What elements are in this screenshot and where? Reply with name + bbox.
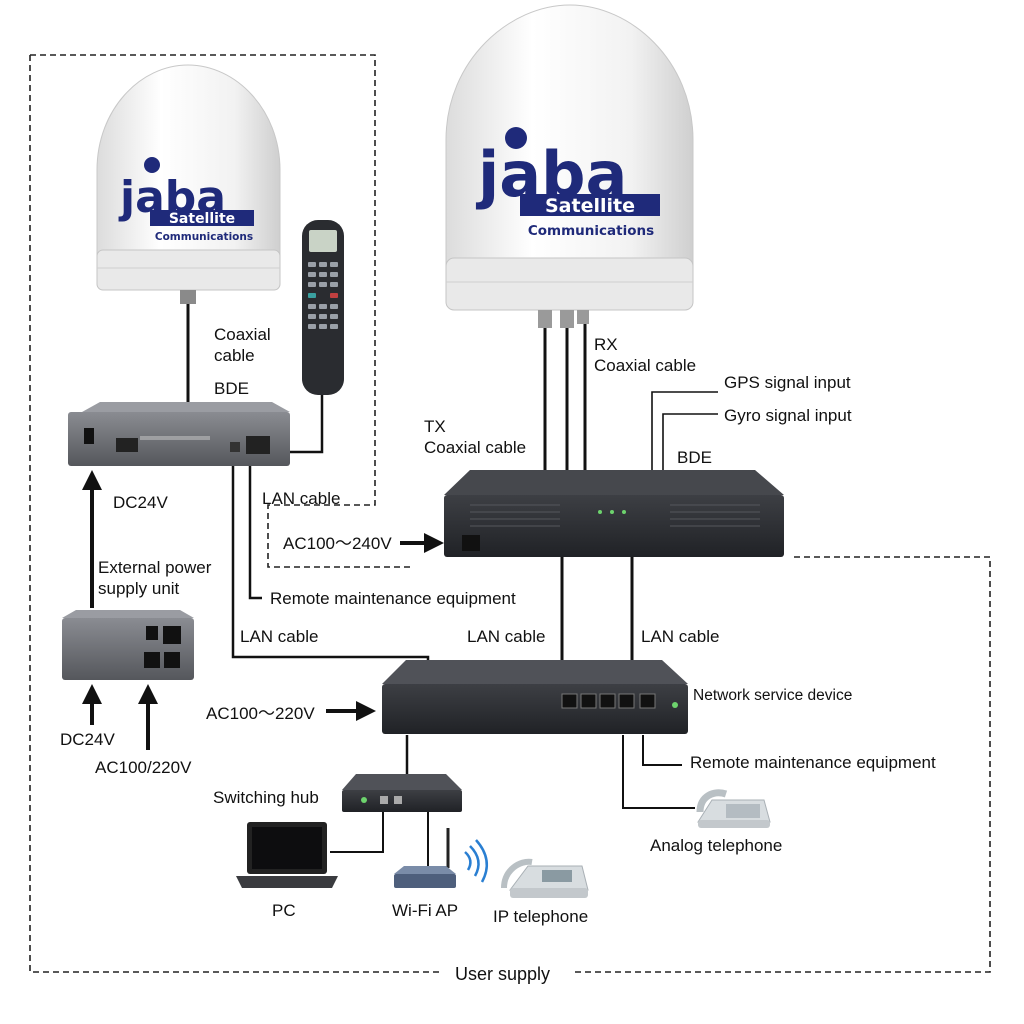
label-analog-phone: Analog telephone xyxy=(650,836,783,855)
label-ac-100-220: AC100～220V xyxy=(206,704,315,723)
label-external-power: External power supply unit xyxy=(98,558,212,598)
satellite-dome-right: jaba Satellite Communications xyxy=(445,4,694,328)
label-coaxial-left: Coaxial cable xyxy=(214,325,271,365)
svg-text:Communications: Communications xyxy=(528,223,654,239)
ip-phone-icon xyxy=(501,858,589,898)
network-device-icon xyxy=(382,660,688,734)
user-supply-boundary xyxy=(29,54,991,973)
label-tx-coax: TX Coaxial cable xyxy=(424,417,527,457)
wifi-ap-icon xyxy=(394,828,489,888)
label-bde-left: BDE xyxy=(214,379,249,398)
brand-logo-right: jaba Satellite Communications xyxy=(475,127,660,239)
label-lan-cable-mid: LAN cable xyxy=(467,627,546,646)
svg-text:Satellite: Satellite xyxy=(545,195,635,217)
label-lan-cable-left-bottom: LAN cable xyxy=(240,627,319,646)
cables xyxy=(186,304,718,868)
bde-box-right xyxy=(444,470,784,557)
handset-icon xyxy=(302,220,344,395)
label-lan-cable-left-top: LAN cable xyxy=(262,489,341,508)
svg-text:Satellite: Satellite xyxy=(169,211,235,227)
label-wifi-ap: Wi-Fi AP xyxy=(392,901,459,920)
label-pc: PC xyxy=(272,901,296,920)
power-supply-icon xyxy=(62,610,194,680)
label-ip-phone: IP telephone xyxy=(493,907,589,926)
label-remote-maint-bottom: Remote maintenance equipment xyxy=(690,753,936,772)
label-remote-maint-top: Remote maintenance equipment xyxy=(270,589,516,608)
label-lan-cable-right: LAN cable xyxy=(641,627,720,646)
label-switching-hub: Switching hub xyxy=(213,788,319,807)
label-bde-right: BDE xyxy=(677,448,712,467)
label-ac-100-220-slash: AC100/220V xyxy=(95,758,192,777)
switching-hub-icon xyxy=(342,774,462,812)
label-dc24v-bottom: DC24V xyxy=(60,730,115,749)
analog-phone-icon xyxy=(696,789,771,828)
satellite-dome-left: jaba Satellite Communications xyxy=(96,64,281,304)
label-gyro-input: Gyro signal input xyxy=(724,406,852,425)
brand-logo-left: jaba Satellite Communications xyxy=(118,157,254,243)
svg-text:Communications: Communications xyxy=(155,231,253,243)
label-dc24v-left: DC24V xyxy=(113,493,168,512)
laptop-icon xyxy=(236,822,338,888)
label-rx-coax: RX Coaxial cable xyxy=(594,335,697,375)
label-gps-input: GPS signal input xyxy=(724,373,851,392)
label-ac-100-240: AC100～240V xyxy=(283,534,392,553)
label-network-service: Network service device xyxy=(693,687,853,704)
bde-box-left xyxy=(68,402,290,466)
power-arrows xyxy=(82,470,444,750)
label-user-supply: User supply xyxy=(455,964,551,984)
